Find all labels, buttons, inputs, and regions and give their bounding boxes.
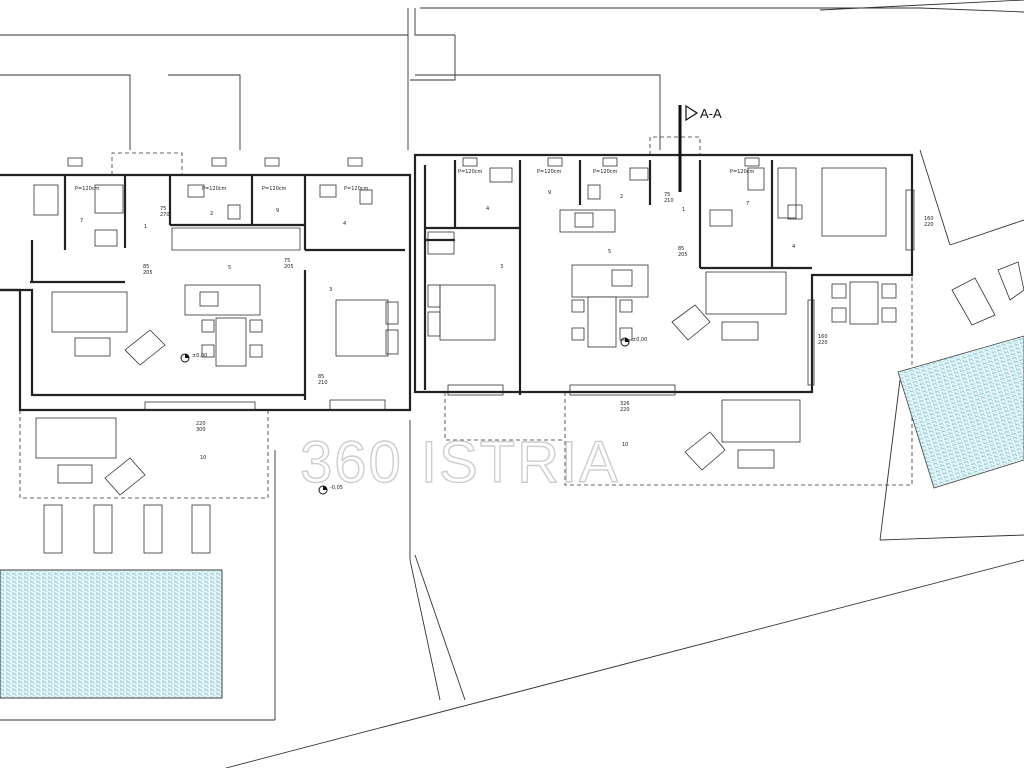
window-tag: P=120cm xyxy=(458,169,482,175)
pool-left xyxy=(0,569,223,699)
room-number: 10 xyxy=(200,455,206,461)
window-tag: P=120cm xyxy=(262,186,286,192)
level-outside: -0,05 xyxy=(330,485,343,491)
window-tag: P=120cm xyxy=(537,169,561,175)
window-tags: P=120cm P=120cm P=120cm P=120cm P=120cm … xyxy=(75,169,754,192)
watermark: 360 ISTRIA xyxy=(300,430,620,495)
window-tag: P=120cm xyxy=(75,186,99,192)
room-number: 5 xyxy=(228,265,231,271)
room-number: 4 xyxy=(486,206,489,212)
room-number: 2 xyxy=(620,194,623,200)
room-number: 9 xyxy=(276,208,279,214)
window-tag: P=120cm xyxy=(202,186,226,192)
room-number: 5 xyxy=(608,249,611,255)
section-marker-label: A-A xyxy=(700,106,722,121)
section-marker: A-A xyxy=(678,104,722,192)
window-tag: P=120cm xyxy=(593,169,617,175)
room-number: 2 xyxy=(210,211,213,217)
room-number: 10 xyxy=(622,442,628,448)
room-number: 4 xyxy=(343,221,346,227)
window-tag: P=120cm xyxy=(730,169,754,175)
villa-right xyxy=(413,136,1024,489)
room-number: 1 xyxy=(682,207,685,213)
pool-right xyxy=(897,335,1024,489)
villa-left xyxy=(0,152,412,699)
room-number: 3 xyxy=(500,264,503,270)
level-inside: ±0,00 xyxy=(192,353,207,359)
room-numbers: 7 1 2 9 4 5 3 10 4 9 2 1 7 3 5 4 10 xyxy=(80,190,795,461)
room-number: 1 xyxy=(144,224,147,230)
room-number: 9 xyxy=(548,190,551,196)
room-number: 7 xyxy=(746,201,749,207)
level-markers: ±0,00 ±0,00 -0,05 xyxy=(180,337,647,495)
room-number: 4 xyxy=(792,244,795,250)
level-inside: ±0,00 xyxy=(632,337,647,343)
room-number: 3 xyxy=(329,287,332,293)
room-number: 7 xyxy=(80,218,83,224)
window-tag: P=120cm xyxy=(344,186,368,192)
